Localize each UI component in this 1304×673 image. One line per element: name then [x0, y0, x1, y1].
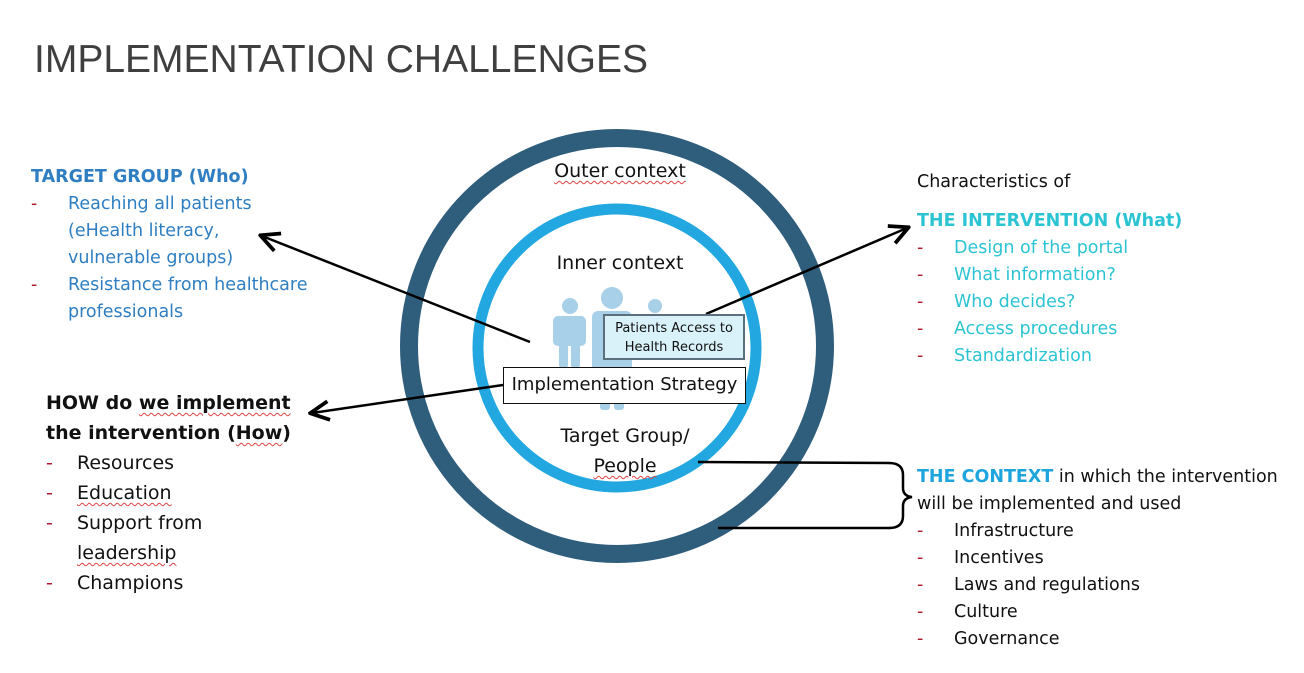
item-line: Resistance from healthcare — [68, 275, 308, 295]
inner-context-ring — [472, 203, 762, 493]
item-text: Design of the portal — [954, 238, 1129, 258]
list-item: - Access procedures — [917, 316, 1257, 343]
item-text: Governance — [954, 629, 1060, 649]
bullet-dash: - — [917, 265, 924, 285]
item-line: Support from — [77, 512, 203, 534]
inner-context-label: Inner context — [530, 252, 710, 274]
page-title: IMPLEMENTATION CHALLENGES — [34, 38, 649, 81]
item-text: Resistance from healthcare professionals — [68, 272, 331, 326]
item-line: Education — [77, 482, 172, 504]
list-item: - Design of the portal — [917, 235, 1257, 262]
intervention-section: Characteristics of THE INTERVENTION (Wha… — [917, 169, 1257, 370]
context-heading-rest: in which the intervention — [1053, 467, 1278, 487]
list-item: - What information? — [917, 262, 1257, 289]
item-text: Support from leadership — [77, 508, 326, 568]
target-label-line2: People — [593, 455, 657, 477]
context-heading: THE CONTEXT in which the intervention — [917, 464, 1297, 491]
item-text: Incentives — [954, 548, 1044, 568]
bullet-dash: - — [917, 575, 924, 595]
intervention-heading: THE INTERVENTION (What) — [917, 211, 1183, 231]
bullet-dash: - — [46, 572, 53, 594]
target-group-people-label: Target Group/ People — [525, 421, 725, 481]
patients-box-line2: Health Records — [624, 340, 724, 355]
list-item: - Reaching all patients (eHealth literac… — [31, 191, 331, 272]
how-heading-part: HOW do — [46, 392, 139, 414]
list-item: - Infrastructure — [917, 518, 1297, 545]
target-label-line1: Target Group/ — [560, 425, 690, 447]
item-text: Champions — [77, 572, 184, 594]
how-heading-part: ) — [282, 422, 291, 444]
bullet-dash: - — [46, 452, 53, 474]
context-section: THE CONTEXT in which the intervention wi… — [917, 464, 1297, 653]
bullet-dash: - — [917, 602, 924, 622]
item-text: Standardization — [954, 346, 1092, 366]
item-text: Education — [77, 478, 326, 508]
list-item: - Who decides? — [917, 289, 1257, 316]
bullet-dash: - — [917, 292, 924, 312]
outer-context-label: Outer context — [530, 160, 710, 182]
bullet-dash: - — [46, 482, 53, 504]
target-group-section: TARGET GROUP (Who) - Reaching all patien… — [31, 164, 331, 326]
context-heading-line2: will be implemented and used — [917, 494, 1182, 514]
list-item: - Laws and regulations — [917, 572, 1297, 599]
bullet-dash: - — [917, 319, 924, 339]
list-item: - Education — [46, 478, 326, 508]
item-line: Reaching all patients — [68, 194, 252, 214]
bullet-dash: - — [917, 548, 924, 568]
target-group-heading: TARGET GROUP (Who) — [31, 167, 249, 187]
item-line: professionals — [68, 302, 184, 322]
bullet-dash: - — [31, 275, 38, 295]
arrow-to-intervention — [705, 228, 907, 316]
implementation-strategy-box: Implementation Strategy — [503, 367, 746, 404]
bullet-dash: - — [917, 629, 924, 649]
bullet-dash: - — [31, 194, 38, 214]
bullet-dash: - — [917, 238, 924, 258]
bullet-dash: - — [46, 512, 53, 534]
brace-icon — [888, 461, 913, 530]
bullet-dash: - — [917, 346, 924, 366]
context-heading-strong: THE CONTEXT — [917, 467, 1054, 487]
intervention-pre-heading: Characteristics of — [917, 172, 1071, 192]
how-heading-part: the intervention ( — [46, 422, 236, 444]
item-text: Infrastructure — [954, 521, 1074, 541]
list-item: - Culture — [917, 599, 1297, 626]
item-text: Reaching all patients (eHealth literacy,… — [68, 191, 331, 272]
arrow-to-target-group — [262, 236, 531, 344]
outer-context-text: Outer context — [554, 160, 686, 182]
outer-context-ring — [400, 129, 834, 563]
item-line: (eHealth literacy, — [68, 221, 220, 241]
how-section: HOW do we implement the intervention (Ho… — [46, 388, 326, 598]
patients-box-line1: Patients Access to — [615, 321, 733, 336]
how-heading-part: How — [235, 422, 283, 444]
list-item: - Champions — [46, 568, 326, 598]
list-item: - Standardization — [917, 343, 1257, 370]
list-item: - Support from leadership — [46, 508, 326, 568]
item-text: Laws and regulations — [954, 575, 1140, 595]
how-heading-part: we implement — [138, 392, 291, 414]
list-item: - Governance — [917, 626, 1297, 653]
connector-inner-to-context — [697, 460, 891, 465]
list-item: - Resources — [46, 448, 326, 478]
item-text: Access procedures — [954, 319, 1118, 339]
item-line: vulnerable groups) — [68, 248, 234, 268]
how-heading: HOW do we implement the intervention (Ho… — [46, 388, 326, 448]
arrow-to-how — [312, 383, 504, 413]
list-item: - Resistance from healthcare professiona… — [31, 272, 331, 326]
item-text: Who decides? — [954, 292, 1076, 312]
item-line: leadership — [77, 542, 177, 564]
patients-access-box: Patients Access to Health Records — [603, 314, 745, 360]
item-text: Culture — [954, 602, 1018, 622]
item-text: What information? — [954, 265, 1116, 285]
inner-context-text: Inner context — [556, 252, 684, 274]
bullet-dash: - — [917, 521, 924, 541]
item-text: Resources — [77, 452, 175, 474]
list-item: - Incentives — [917, 545, 1297, 572]
